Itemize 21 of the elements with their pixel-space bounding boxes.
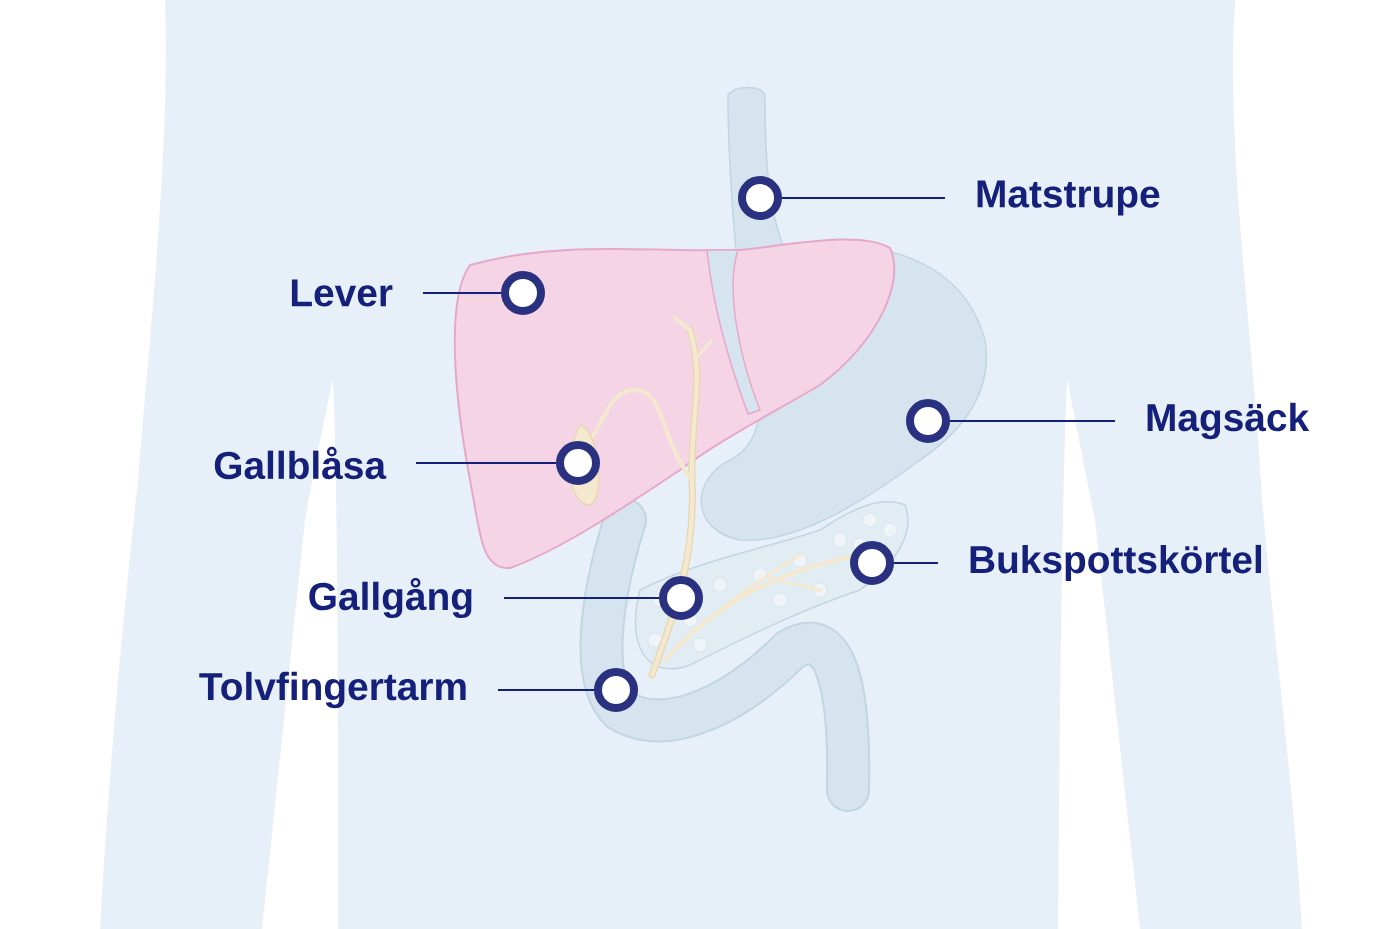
leader-line: [949, 420, 1116, 422]
organ-label: Lever: [291, 279, 393, 307]
marker-circle: [556, 441, 600, 485]
marker-circle: [850, 541, 894, 585]
marker-circle: [594, 668, 638, 712]
marker-circle: [659, 576, 703, 620]
organ-label: Tolvfingertarm: [199, 671, 466, 709]
leader-line: [422, 292, 502, 294]
marker-circle: [906, 399, 950, 443]
marker-circle: [501, 271, 545, 315]
organ-label: Magsäck: [1147, 402, 1310, 440]
leader-line: [893, 562, 939, 564]
organ-label: Gallgång: [309, 577, 472, 619]
marker-circle: [738, 176, 782, 220]
leader-line: [497, 689, 595, 691]
organ-label: Matstrupe: [977, 180, 1160, 216]
leader-line: [415, 462, 557, 464]
organ-label: Gallblåsa: [214, 446, 387, 480]
leader-line: [503, 597, 660, 599]
organ-label: Bukspottskörtel: [970, 544, 1261, 582]
leader-line: [781, 197, 946, 199]
